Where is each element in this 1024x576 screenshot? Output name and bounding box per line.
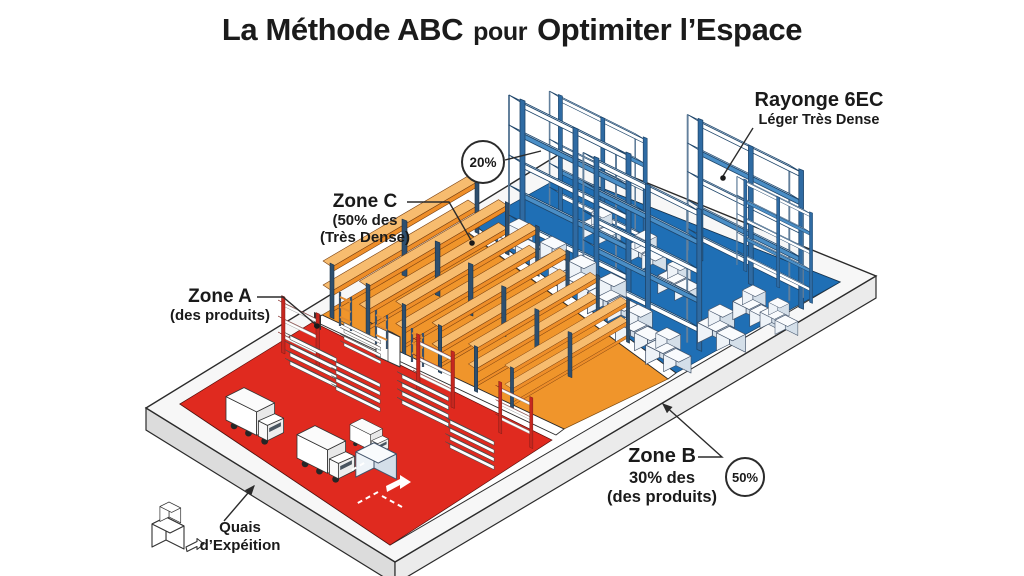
shipping-boxes-icon xyxy=(151,501,205,553)
rayonnage-subtitle: Léger Très Dense xyxy=(759,112,880,128)
rayonnage-title: Rayonge 6EC xyxy=(755,89,884,111)
label-rayonnage: Rayonge 6EC Léger Très Dense xyxy=(755,89,884,128)
title-part-2: pour xyxy=(473,18,528,46)
zone-c-line3: (Très Dense) xyxy=(320,229,410,246)
zone-b-title: Zone B xyxy=(628,445,696,467)
label-zone-a: Zone A (des produits) xyxy=(170,286,270,324)
badge-50-percent: 50% xyxy=(725,457,765,497)
leader-rayonnage xyxy=(722,127,754,177)
leader-quais xyxy=(223,484,255,522)
leader-lines xyxy=(223,127,754,522)
leader-zone-c xyxy=(407,201,472,241)
zone-a-props xyxy=(225,295,534,508)
zone-a-line2: (des produits) xyxy=(170,307,270,324)
quais-line2: d’Expéition xyxy=(200,537,281,554)
zone-b-line3: (des produits) xyxy=(607,488,717,506)
label-quais: Quais d’Expéition xyxy=(151,501,281,554)
zone-a-title: Zone A xyxy=(188,286,252,307)
title-part-1: La Méthode ABC xyxy=(221,12,464,47)
badge-20-text: 20% xyxy=(469,155,496,170)
zone-b-line2: 30% des xyxy=(629,469,695,487)
leader-badge-20 xyxy=(504,150,542,161)
leader-zone-b xyxy=(661,403,724,458)
badge-50-text: 50% xyxy=(732,470,758,485)
zone-c-line2: (50% des xyxy=(332,212,397,229)
zone-c-title: Zone C xyxy=(333,191,398,212)
quais-line1: Quais xyxy=(219,519,261,536)
page-title: La Méthode ABC pour Optimiter l’Espace xyxy=(0,12,1024,48)
label-zone-b: Zone B 30% des (des produits) xyxy=(607,445,717,506)
badge-20-percent: 20% xyxy=(461,140,505,184)
label-zone-c: Zone C (50% des (Très Dense) xyxy=(320,191,410,246)
leader-zone-a xyxy=(257,296,316,325)
title-part-3: Optimiter l’Espace xyxy=(537,12,803,47)
floor-arrows xyxy=(351,461,411,508)
